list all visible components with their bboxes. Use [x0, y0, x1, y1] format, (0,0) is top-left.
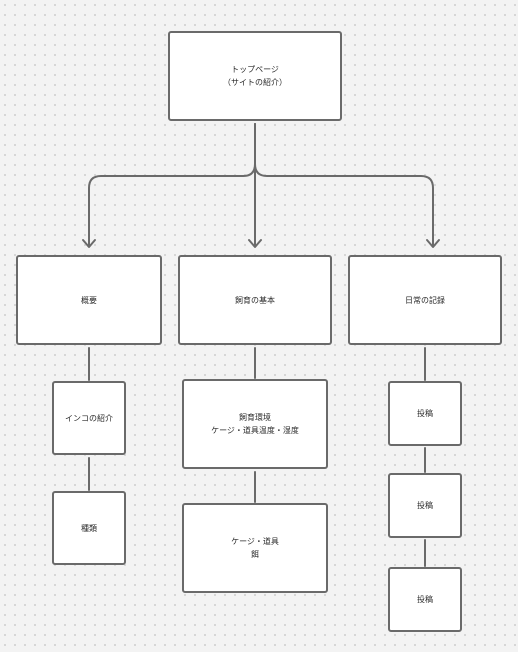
parakeet-intro-node: インコの紹介	[52, 381, 126, 455]
breeding-environment-node: 飼育環境 ケージ・道具温度・湿度	[182, 379, 328, 469]
node-label: 投稿	[417, 501, 433, 510]
basics-node: 飼育の基本	[178, 255, 332, 345]
top-page-node: トップページ （サイトの紹介）	[168, 31, 342, 121]
node-label: 飼育の基本	[235, 295, 275, 305]
connector-top-right	[254, 123, 434, 247]
node-label: 投稿	[417, 409, 433, 418]
post-node-2: 投稿	[388, 473, 462, 538]
node-label-line: （サイトの紹介）	[223, 78, 287, 87]
node-label-line: ケージ・道具温度・湿度	[211, 426, 299, 435]
node-label: 投稿	[417, 595, 433, 604]
node-label-line: トップページ	[231, 65, 279, 74]
node-label: 日常の記録	[405, 295, 445, 305]
node-label: 概要	[81, 295, 97, 305]
arrowhead-right	[426, 239, 440, 248]
connector-top-left	[88, 123, 256, 247]
arrowhead-left	[82, 239, 96, 248]
overview-node: 概要	[16, 255, 162, 345]
node-label-line: 餌	[251, 550, 259, 559]
post-node-1: 投稿	[388, 381, 462, 446]
node-label-line: ケージ・道具	[231, 537, 279, 546]
arrowhead-center	[248, 239, 262, 248]
node-label: インコの紹介	[65, 413, 113, 423]
species-node: 種類	[52, 491, 126, 565]
post-node-3: 投稿	[388, 567, 462, 632]
cage-tools-food-node: ケージ・道具 餌	[182, 503, 328, 593]
node-label-line: 飼育環境	[239, 413, 271, 422]
node-label: 種類	[81, 523, 97, 533]
diary-node: 日常の記録	[348, 255, 502, 345]
